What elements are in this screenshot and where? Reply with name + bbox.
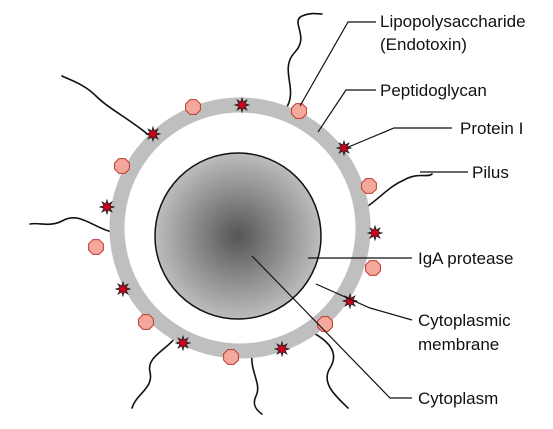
pilus-bottom-left bbox=[132, 334, 178, 408]
lps-octagon-icon bbox=[318, 317, 333, 332]
lps-octagon-icon bbox=[115, 159, 130, 174]
label-protein-i: Protein I bbox=[460, 119, 523, 138]
pilus-left bbox=[30, 218, 112, 232]
protein-i-star-icon bbox=[275, 342, 289, 356]
label-lps-line1: Lipopolysaccharide bbox=[380, 12, 526, 31]
pilus-bottom-center bbox=[252, 354, 262, 414]
lps-octagon-icon bbox=[292, 104, 307, 119]
protein-i-star-icon bbox=[235, 98, 249, 112]
lps-octagon-icon bbox=[139, 315, 154, 330]
label-peptidoglycan: Peptidoglycan bbox=[380, 81, 487, 100]
lps-octagon-icon bbox=[89, 240, 104, 255]
protein-i-star-icon bbox=[337, 141, 351, 155]
protein-i-star-icon bbox=[176, 336, 190, 350]
protein-i-star-icon bbox=[116, 282, 130, 296]
label-cytoplasmic-membrane-line2: membrane bbox=[418, 335, 499, 354]
label-lps-line2: (Endotoxin) bbox=[380, 35, 467, 54]
label-pilus: Pilus bbox=[472, 163, 509, 182]
leader-protein-i bbox=[346, 128, 452, 148]
lps-octagon-icon bbox=[186, 100, 201, 115]
protein-i-star-icon bbox=[368, 226, 382, 240]
label-iga-protease: IgA protease bbox=[418, 249, 513, 268]
lps-octagon-icon bbox=[366, 261, 381, 276]
protein-i-star-icon bbox=[100, 200, 114, 214]
leader-lps bbox=[300, 22, 376, 106]
label-cytoplasmic-membrane-line1: Cytoplasmic bbox=[418, 311, 511, 330]
label-cytoplasm: Cytoplasm bbox=[418, 389, 498, 408]
cytoplasm bbox=[155, 153, 321, 319]
protein-i-star-icon bbox=[146, 127, 160, 141]
lps-octagon-icon bbox=[362, 179, 377, 194]
labels: Lipopolysaccharide (Endotoxin) Peptidogl… bbox=[380, 12, 526, 408]
leader-peptidoglycan bbox=[318, 90, 376, 132]
pilus-upper-left bbox=[62, 76, 152, 138]
pilus-bottom-right bbox=[308, 330, 348, 408]
lps-octagon-icon bbox=[224, 350, 239, 365]
pilus-right bbox=[368, 174, 432, 206]
pilus-top bbox=[285, 14, 322, 111]
